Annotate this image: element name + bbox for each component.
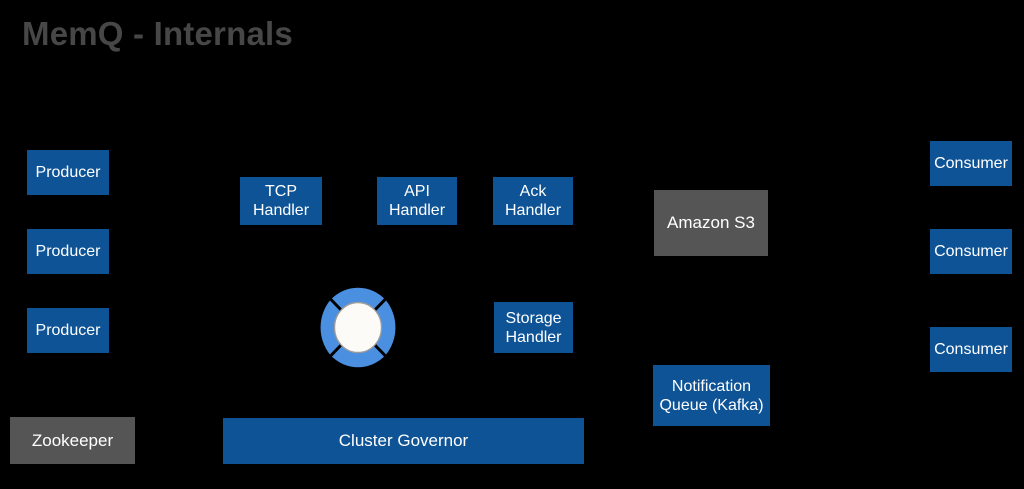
- storage-handler-label: Storage Handler: [505, 309, 562, 346]
- consumer-label-2: Consumer: [934, 243, 1008, 260]
- ack-handler-label: Ack Handler: [504, 183, 562, 219]
- tcp-handler-label: TCP Handler: [252, 183, 310, 219]
- producer-node-2[interactable]: Producer: [27, 229, 109, 274]
- storage-handler-node[interactable]: Storage Handler: [494, 302, 573, 353]
- notification-queue-label: Notification Queue (Kafka): [659, 377, 764, 414]
- producer-label-3: Producer: [35, 322, 101, 339]
- api-handler-node[interactable]: API Handler: [377, 177, 457, 225]
- broker-ring[interactable]: [318, 285, 398, 370]
- producer-label-2: Producer: [35, 243, 101, 260]
- producer-node-1[interactable]: Producer: [27, 150, 109, 195]
- page-title: MemQ - Internals: [22, 15, 293, 52]
- producer-node-3[interactable]: Producer: [27, 308, 109, 353]
- consumer-node-2[interactable]: Consumer: [930, 229, 1012, 274]
- amazon-s3-node[interactable]: Amazon S3: [654, 190, 768, 256]
- api-handler-label: API Handler: [388, 183, 446, 219]
- producer-label-1: Producer: [35, 164, 101, 181]
- cluster-governor-label: Cluster Governor: [338, 431, 469, 450]
- ack-handler-node[interactable]: Ack Handler: [493, 177, 573, 225]
- cluster-governor-node[interactable]: Cluster Governor: [223, 418, 584, 464]
- broker-ring-icon: [320, 287, 396, 368]
- zookeeper-node[interactable]: Zookeeper: [10, 417, 135, 464]
- zookeeper-label: Zookeeper: [31, 430, 114, 450]
- consumer-node-1[interactable]: Consumer: [930, 141, 1012, 186]
- consumer-node-3[interactable]: Consumer: [930, 327, 1012, 372]
- amazon-s3-label: Amazon S3: [667, 213, 755, 232]
- consumer-label-1: Consumer: [934, 155, 1008, 172]
- notification-queue-node[interactable]: Notification Queue (Kafka): [653, 365, 770, 426]
- tcp-handler-node[interactable]: TCP Handler: [240, 177, 322, 225]
- consumer-label-3: Consumer: [934, 341, 1008, 358]
